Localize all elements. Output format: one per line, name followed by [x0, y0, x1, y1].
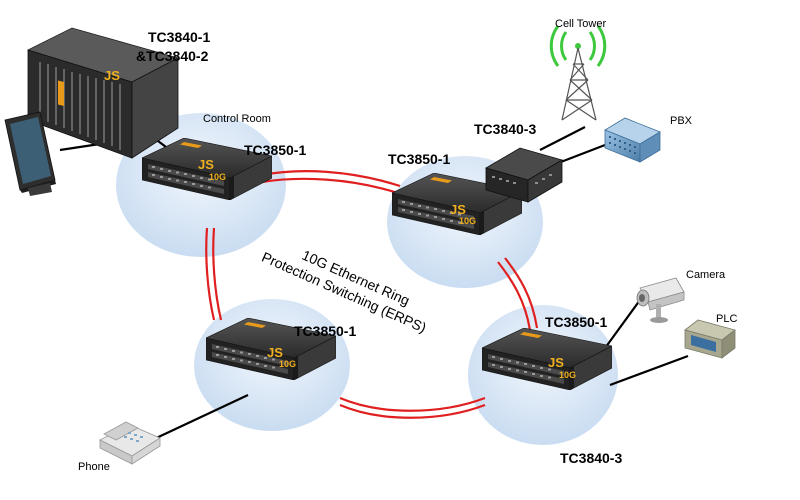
- camera-icon: [636, 277, 685, 323]
- ring-links: [205, 170, 539, 419]
- pbx-label: PBX: [670, 115, 693, 127]
- switch-top-right-logo-10g: 10G: [459, 216, 476, 226]
- plc-label: PLC: [716, 313, 737, 325]
- switch-bottom-right-logo: JS: [548, 355, 564, 370]
- switch-control-room-logo-10g: 10G: [209, 172, 226, 182]
- rack-chassis: [26, 27, 180, 159]
- switch-top-right-logo: JS: [450, 202, 466, 217]
- monitor-icon: [4, 111, 56, 196]
- control-room-caption: Control Room: [203, 113, 271, 125]
- bottom-right-label: TC3840-3: [560, 450, 622, 466]
- switch-bottom-right-logo-10g: 10G: [559, 370, 576, 380]
- rack-logo: JS: [104, 68, 120, 83]
- top-right-switch-label: TC3850-1: [388, 151, 450, 167]
- cell-tower-label: Cell Tower: [555, 18, 606, 30]
- switch-control-room-logo: JS: [198, 157, 214, 172]
- control-room-switch-label: TC3850-1: [244, 142, 306, 158]
- small-switch-label: TC3840-3: [474, 121, 536, 137]
- plc-icon: [684, 319, 736, 359]
- rack-label-line2: &TC3840-2: [136, 48, 209, 64]
- phone-icon: [99, 421, 161, 465]
- rack-label-line1: TC3840-1: [148, 29, 210, 45]
- switch-bottom-left-logo-10g: 10G: [279, 359, 296, 369]
- pbx-icon: [604, 117, 661, 163]
- cell-tower-icon: [549, 25, 607, 121]
- bottom-left-switch-label: TC3850-1: [294, 323, 356, 339]
- camera-label: Camera: [686, 269, 726, 281]
- phone-label: Phone: [78, 461, 110, 473]
- bottom-right-switch-label: TC3850-1: [545, 314, 607, 330]
- small-switch-icon: [484, 147, 564, 203]
- switch-bottom-left-logo: JS: [267, 345, 283, 360]
